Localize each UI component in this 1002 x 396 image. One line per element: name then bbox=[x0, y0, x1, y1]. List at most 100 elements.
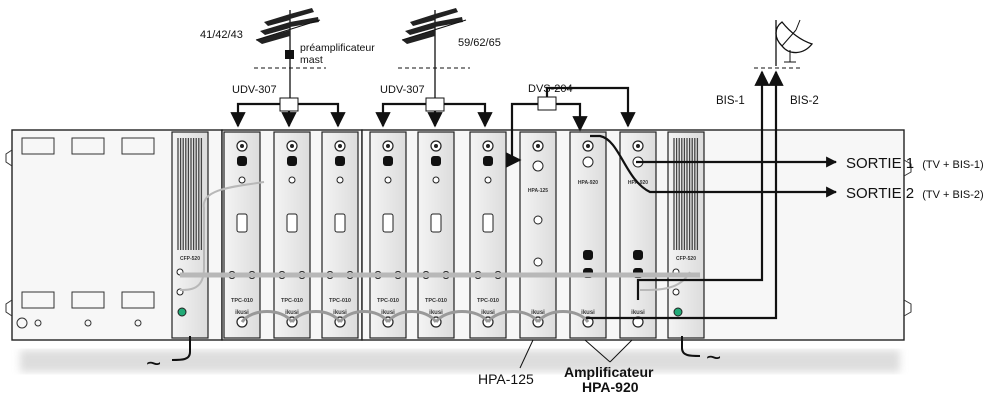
connector-pin bbox=[386, 144, 390, 148]
button-knob bbox=[383, 156, 393, 166]
led bbox=[288, 176, 296, 184]
led bbox=[432, 176, 440, 184]
button-knob bbox=[583, 250, 593, 260]
output1-sub: (TV + BIS-1) bbox=[922, 159, 983, 171]
udv-left-box bbox=[279, 97, 299, 112]
module-body bbox=[369, 131, 407, 339]
mains-lead-right bbox=[681, 336, 701, 357]
antenna-right bbox=[398, 8, 470, 98]
button-knob bbox=[287, 156, 297, 166]
brand-logo-text: ikusi bbox=[531, 310, 545, 316]
module-body bbox=[273, 131, 311, 339]
button-knob bbox=[633, 250, 643, 260]
module-model-label: TPC-010 bbox=[477, 298, 499, 304]
connector-pin bbox=[636, 144, 640, 148]
connector-icon bbox=[533, 257, 543, 267]
connector-pin bbox=[338, 144, 342, 148]
data-port-icon bbox=[334, 213, 346, 233]
connector-pin bbox=[240, 144, 244, 148]
output-lines bbox=[590, 134, 838, 198]
module-model-label: HPA-125 bbox=[528, 188, 548, 194]
module-model-label: CFP-520 bbox=[676, 256, 696, 262]
brand-logo-icon bbox=[673, 307, 683, 317]
brand-logo-text: ikusi bbox=[429, 310, 443, 316]
module-model-label: CFP-520 bbox=[180, 256, 200, 262]
cfp-right-link bbox=[639, 271, 691, 291]
brand-logo-text: ikusi bbox=[581, 310, 595, 316]
antenna-left bbox=[254, 8, 326, 98]
module-tpc: TPC-010 ikusi bbox=[273, 131, 311, 339]
module-model-label: TPC-010 bbox=[329, 298, 351, 304]
data-port-icon bbox=[482, 213, 494, 233]
preamp-label-line2: mast bbox=[300, 54, 323, 66]
data-port-icon bbox=[236, 213, 248, 233]
amplifier-label-line2: HPA-920 bbox=[582, 379, 639, 395]
adjust-icon bbox=[533, 215, 543, 225]
module-tpc: TPC-010 ikusi bbox=[417, 131, 455, 339]
module-tpc: TPC-010 ikusi bbox=[223, 131, 261, 339]
module-hpa920: HPA-920 ikusi bbox=[569, 131, 607, 339]
bis2-label: BIS-2 bbox=[790, 95, 819, 107]
satellite-dish-icon bbox=[754, 19, 814, 69]
udv-right-wiring bbox=[375, 102, 493, 128]
callout-hpa920-a bbox=[584, 339, 611, 363]
hpa125-callout-label: HPA-125 bbox=[478, 371, 534, 387]
button-knob bbox=[483, 156, 493, 166]
module-model-label: TPC-010 bbox=[281, 298, 303, 304]
output2-sub: (TV + BIS-2) bbox=[922, 189, 983, 201]
loop-cable bbox=[536, 310, 590, 324]
loop-through-cables bbox=[240, 310, 590, 324]
connector-pin bbox=[486, 144, 490, 148]
module-model-label: HPA-920 bbox=[578, 180, 598, 186]
brand-logo-text: ikusi bbox=[481, 310, 495, 316]
module-body bbox=[223, 131, 261, 339]
connector-pin bbox=[586, 144, 590, 148]
loop-cable bbox=[386, 310, 438, 324]
module-body bbox=[469, 131, 507, 339]
output1-label: SORTIE 1 (TV + BIS-1) bbox=[846, 155, 984, 172]
module-body bbox=[417, 131, 455, 339]
mast-preamplifier bbox=[285, 50, 294, 59]
output1-main: SORTIE 1 bbox=[846, 155, 914, 172]
button-knob bbox=[335, 156, 345, 166]
brand-logo-text: ikusi bbox=[235, 310, 249, 316]
cfp-left-link bbox=[179, 181, 265, 291]
button-knob bbox=[431, 156, 441, 166]
data-port-icon bbox=[430, 213, 442, 233]
mains-symbol-left: ~ bbox=[146, 348, 161, 378]
module-hpa125: HPA-125 ikusi bbox=[519, 131, 557, 339]
amplifier-label-line1: Amplificateur bbox=[564, 364, 654, 380]
mains-symbol-right: ~ bbox=[706, 342, 721, 372]
callout-hpa920-b bbox=[609, 339, 633, 363]
loop-cable bbox=[290, 310, 342, 324]
brand-logo-text: ikusi bbox=[381, 310, 395, 316]
loop-cable bbox=[434, 310, 490, 324]
brand-logo-text: ikusi bbox=[333, 310, 347, 316]
led bbox=[672, 288, 680, 296]
rack-right-clip bbox=[903, 159, 912, 317]
brand-logo-text: ikusi bbox=[285, 310, 299, 316]
mains-lead-left bbox=[171, 336, 191, 361]
module-tpc: TPC-010 ikusi bbox=[469, 131, 507, 339]
antenna-left-channels: 41/42/43 bbox=[200, 29, 243, 41]
loop-cable bbox=[486, 310, 540, 324]
rack-shadow bbox=[20, 350, 900, 372]
data-port-icon bbox=[286, 213, 298, 233]
connector-icon bbox=[582, 156, 594, 168]
bis1-label: BIS-1 bbox=[716, 95, 745, 107]
dvs-label: DVS-204 bbox=[528, 83, 573, 95]
led bbox=[336, 176, 344, 184]
connector-pin bbox=[434, 144, 438, 148]
udv-left-label: UDV-307 bbox=[232, 84, 277, 96]
dvs-wiring bbox=[506, 86, 636, 168]
udv-right-box bbox=[425, 97, 445, 112]
module-model-label: TPC-010 bbox=[425, 298, 447, 304]
connector-pin bbox=[536, 144, 540, 148]
module-model-label: TPC-010 bbox=[231, 298, 253, 304]
module-cfp: CFP-520 bbox=[667, 131, 705, 339]
brand-logo-text: ikusi bbox=[631, 310, 645, 316]
callout-hpa125 bbox=[519, 339, 534, 369]
output2-label: SORTIE 2 (TV + BIS-2) bbox=[846, 185, 984, 202]
